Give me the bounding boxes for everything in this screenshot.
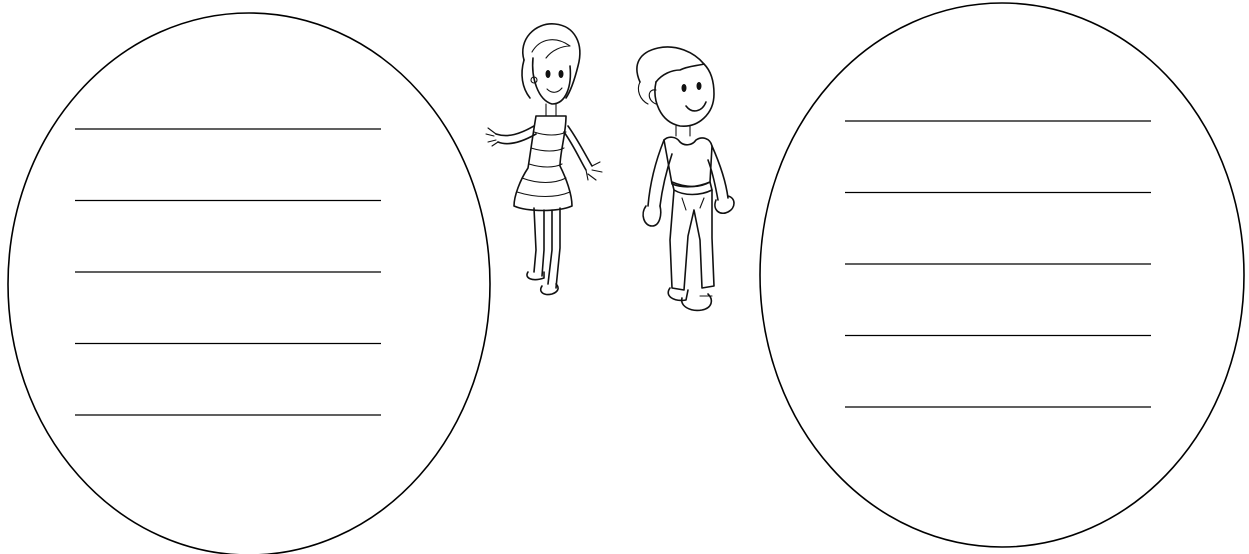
girl-leg-left bbox=[534, 208, 544, 276]
girl-smile bbox=[547, 88, 562, 92]
girl-illustration bbox=[486, 24, 602, 295]
boy-hair bbox=[637, 47, 704, 82]
girl-leg-right bbox=[548, 208, 560, 288]
girl-face bbox=[533, 58, 571, 104]
boy-eye-right bbox=[697, 82, 702, 90]
girl-hand-right bbox=[586, 162, 602, 180]
right-bubble-outline bbox=[760, 3, 1244, 547]
girl-eye-right bbox=[559, 70, 564, 78]
boy-shoe-left bbox=[668, 288, 688, 300]
boy-smile bbox=[686, 102, 706, 111]
left-bubble bbox=[8, 13, 490, 554]
boy-illustration bbox=[637, 47, 734, 310]
right-bubble bbox=[760, 3, 1244, 547]
boy-eye-left bbox=[682, 84, 687, 92]
boy-arm-right bbox=[712, 146, 728, 198]
girl-hand-left bbox=[486, 128, 498, 146]
boy-tank-top bbox=[664, 137, 712, 187]
boy-belt bbox=[672, 182, 712, 195]
girl-arm-left bbox=[496, 126, 534, 136]
girl-eye-left bbox=[546, 70, 551, 78]
girl-hair-back bbox=[523, 24, 580, 98]
boy-jeans bbox=[670, 190, 714, 290]
boy-face bbox=[655, 64, 714, 126]
left-bubble-outline bbox=[8, 13, 490, 554]
boy-hand-left bbox=[643, 206, 661, 226]
